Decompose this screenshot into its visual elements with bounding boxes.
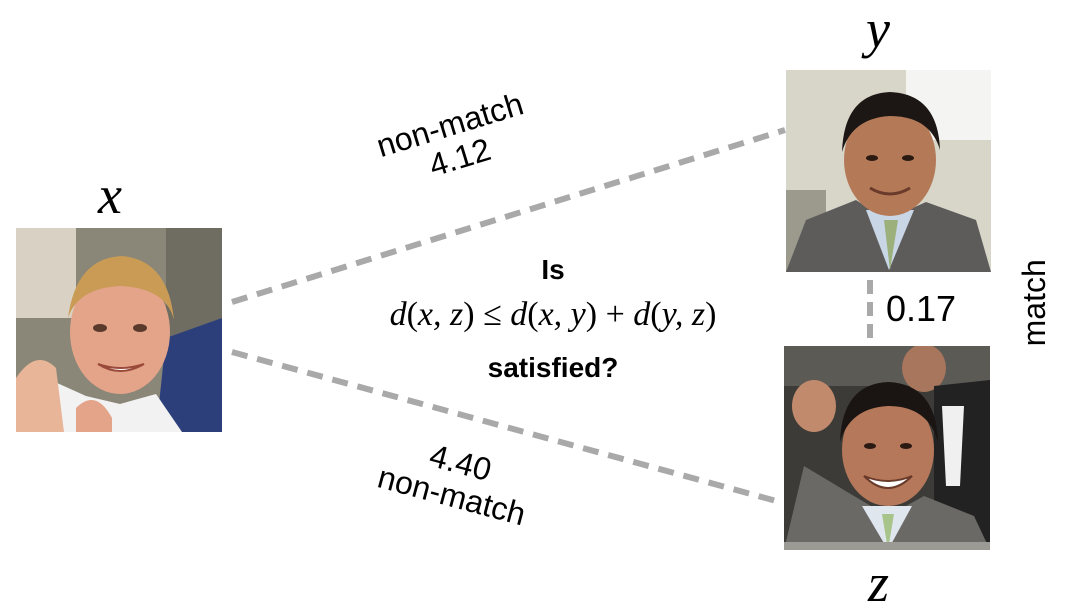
face-photo-y: [786, 70, 991, 272]
node-label-z: z: [868, 553, 890, 613]
photo-y: [786, 70, 991, 272]
question-prefix: Is: [541, 254, 565, 285]
triangle-inequality-formula: d(x, z) ≤ d(x, y) + d(y, z): [389, 296, 717, 333]
edge-x-z: [231, 349, 781, 505]
formula-term1-fn: d: [510, 296, 528, 333]
edge-y-z-distance: 0.17: [886, 288, 957, 329]
edge-x-y: [231, 127, 786, 305]
photo-z: [784, 346, 990, 550]
face-photo-z: [784, 346, 990, 550]
formula-lhs-fn: d: [389, 296, 407, 333]
formula-lhs-args: x, z: [417, 296, 464, 333]
node-label-x: x: [98, 165, 122, 225]
formula-plus: +: [605, 296, 625, 333]
formula-term1-args: x, y: [538, 296, 586, 333]
face-photo-x: [16, 228, 222, 432]
formula-term2-args: y, z: [661, 296, 706, 333]
edge-y-z-verdict: match: [1016, 259, 1053, 347]
node-label-y: y: [866, 0, 890, 59]
question-suffix: satisfied?: [487, 352, 619, 383]
photo-x: [16, 228, 222, 432]
formula-term2-fn: d: [633, 296, 651, 333]
formula-operator: ≤: [483, 296, 502, 333]
